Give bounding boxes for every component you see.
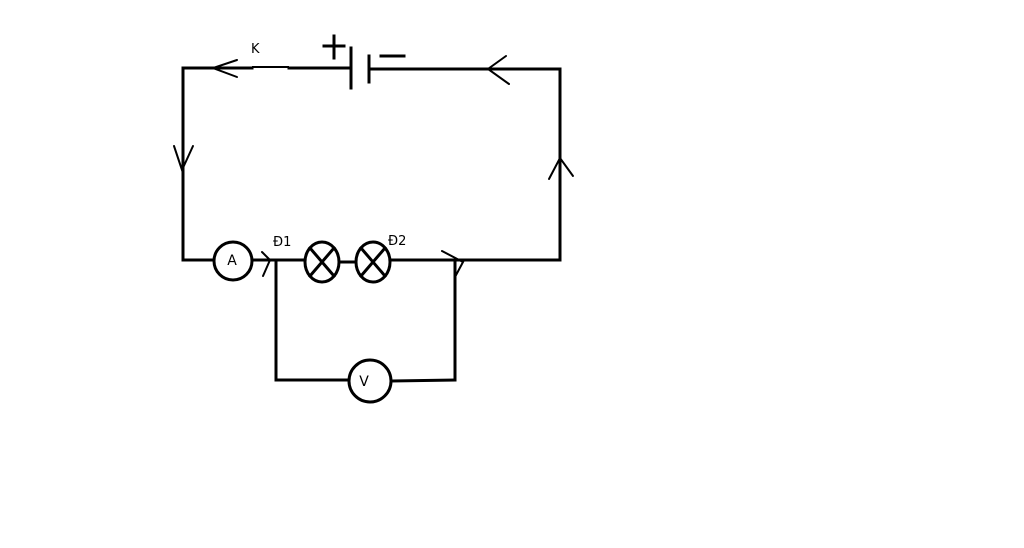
lamp-2	[354, 240, 392, 284]
current-arrow-junction-right	[441, 250, 465, 278]
ammeter-circle	[212, 240, 254, 282]
ammeter-label: A	[227, 253, 237, 269]
lamp-1	[303, 240, 341, 284]
current-arrow-top-left	[210, 59, 238, 78]
wire-voltmeter-right	[390, 378, 457, 383]
lamp-2-label: Đ2	[388, 234, 406, 249]
current-arrow-left-down	[173, 145, 194, 173]
ammeter: A	[212, 240, 254, 282]
voltmeter: V	[347, 358, 393, 404]
lamp-2-cross-b	[358, 245, 388, 279]
voltmeter-label: V	[359, 374, 369, 390]
current-arrow-right-up	[548, 156, 574, 180]
switch-label: K	[251, 42, 260, 57]
lamp-1-cross-b	[307, 245, 337, 279]
current-arrow-top-right	[486, 55, 510, 85]
current-arrow-junction-left	[261, 251, 272, 277]
lamp-1-label: Đ1	[273, 235, 291, 250]
voltmeter-circle	[347, 358, 393, 404]
